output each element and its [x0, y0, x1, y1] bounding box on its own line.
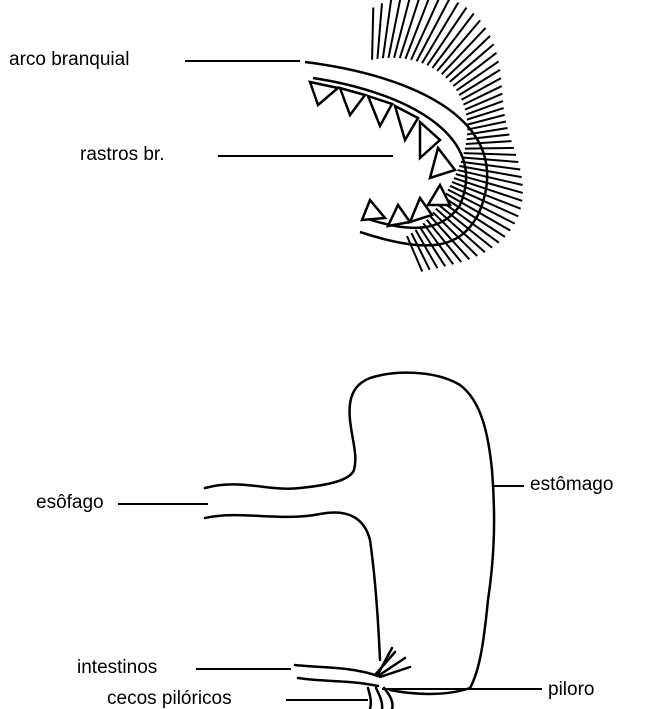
leader-piloro	[382, 688, 542, 690]
label-arco-branquial: arco branquial	[9, 50, 129, 69]
stomach-outline	[205, 373, 494, 694]
stomach-inner-wall	[205, 512, 380, 660]
label-piloro: piloro	[548, 680, 594, 699]
intestine-tube	[295, 665, 378, 686]
label-esofago: esôfago	[36, 493, 104, 512]
leader-intestinos	[196, 668, 291, 670]
pyloric-caeca	[368, 688, 393, 709]
label-cecos: cecos pilóricos	[107, 689, 232, 708]
leader-estomago	[492, 485, 524, 487]
leader-arco-branquial	[185, 60, 300, 62]
label-estomago: estômago	[530, 475, 613, 494]
leader-cecos	[286, 699, 368, 701]
label-intestinos: intestinos	[77, 658, 157, 677]
leader-esofago	[118, 503, 208, 505]
label-rastros: rastros br.	[80, 145, 164, 164]
leader-rastros	[218, 155, 393, 157]
